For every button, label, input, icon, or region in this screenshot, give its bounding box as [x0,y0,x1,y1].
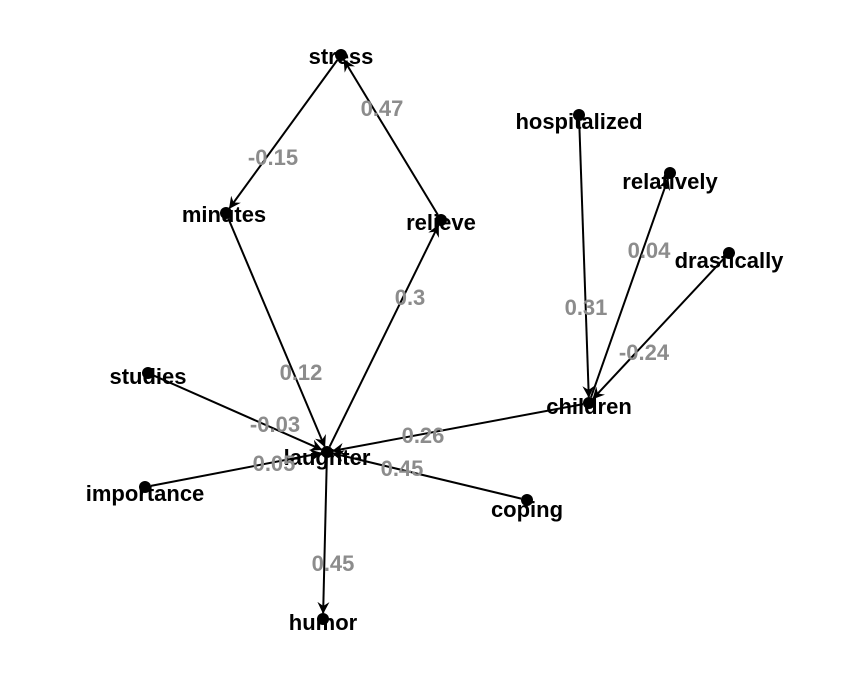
edge-weight-studies-laughter: -0.03 [250,412,300,437]
edge-weight-minutes-laughter: 0.12 [280,360,323,385]
node-studies: studies [109,364,186,389]
node-coping: coping [491,494,563,522]
node-dot-relatively [664,167,676,179]
edge-coping-laughter [331,450,522,500]
edge-weight-coping-laughter: 0.45 [381,456,424,481]
node-dot-children [583,397,595,409]
node-label-drastically: drastically [675,248,785,273]
node-label-importance: importance [86,481,205,506]
node-dot-drastically [723,247,735,259]
node-dot-hospitalized [573,109,585,121]
node-dot-laughter [321,446,333,458]
edge-weight-laughter-relieve: 0.3 [395,285,426,310]
node-label-hospitalized: hospitalized [515,109,642,134]
edge-laughter-humor [317,457,330,615]
node-label-laughter: laughter [284,445,371,470]
node-children: children [546,394,632,419]
node-laughter: laughter [284,445,371,470]
node-label-humor: humor [289,610,358,635]
node-importance: importance [86,481,205,506]
edge-children-laughter [331,403,584,455]
node-relieve: relieve [406,210,476,235]
node-relatively: relatively [622,167,718,194]
node-dot-stress [335,49,347,61]
node-stress: stress [309,44,374,69]
edge-minutes-laughter [227,218,326,448]
node-label-relieve: relieve [406,210,476,235]
node-minutes: minutes [182,202,266,227]
edge-relieve-stress [343,59,439,216]
node-drastically: drastically [675,247,785,273]
node-dot-studies [142,367,154,379]
edge-weight-importance-laughter: 0.05 [253,451,296,476]
node-dot-humor [317,613,329,625]
edge-stress-minutes [228,59,339,209]
edge-weight-children-laughter: 0.26 [402,423,445,448]
edge-weight-hospitalized-children: 0.31 [565,295,608,320]
nodes-layer: stress minutes relieve hospitalized relative… [86,44,784,635]
edge-children-relatively [590,177,671,398]
node-label-minutes: minutes [182,202,266,227]
edge-weight-children-relatively: 0.04 [628,238,672,263]
node-hospitalized: hospitalized [515,109,643,134]
node-label-coping: coping [491,497,563,522]
edge-importance-laughter [150,449,323,487]
edge-hospitalized-children [578,120,595,399]
edge-studies-laughter [153,374,323,451]
edge-labels-layer: -0.15 0.47 0.12 0.3 0.31 0.04 -0.24 -0.03 0.26 0.… [248,96,671,576]
edge-weight-stress-minutes: -0.15 [248,145,298,170]
edges-layer [150,59,726,615]
edge-laughter-relieve [328,224,440,448]
node-label-children: children [546,394,632,419]
edge-weight-drastically-children: -0.24 [619,340,670,365]
node-label-relatively: relatively [622,169,718,194]
node-dot-importance [139,481,151,493]
node-label-stress: stress [309,44,374,69]
node-humor: humor [289,610,358,635]
edge-weight-laughter-humor: 0.45 [312,551,355,576]
edge-weight-relieve-stress: 0.47 [361,96,404,121]
edge-drastically-children [592,256,726,400]
node-dot-minutes [220,207,232,219]
node-dot-coping [521,494,533,506]
node-dot-relieve [435,214,447,226]
node-label-studies: studies [109,364,186,389]
